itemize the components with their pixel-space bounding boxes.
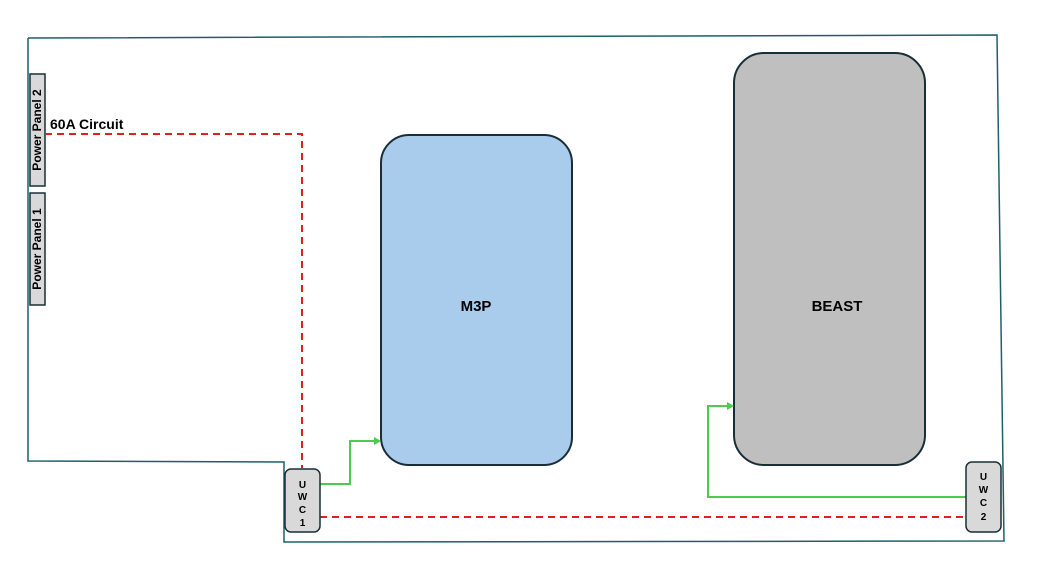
uwc-2-char: 2 <box>981 512 987 523</box>
power-panel-1-label: Power Panel 1 <box>30 208 44 290</box>
beast-equipment: BEAST <box>733 52 926 466</box>
power-panel-2-label: Power Panel 2 <box>30 89 44 171</box>
uwc-1-char: C <box>299 505 306 516</box>
circuit-label: 60A Circuit <box>50 116 124 132</box>
uwc-1-unit: U W C 1 <box>284 468 321 533</box>
uwc-2-char: C <box>980 498 987 509</box>
uwc-2-char: W <box>979 485 989 496</box>
uwc2-to-beast-line <box>707 402 966 498</box>
room-outline <box>27 34 1005 543</box>
uwc-2-unit: U W C 2 <box>965 461 1002 533</box>
circuit-line <box>45 133 303 468</box>
power-panel-1: Power Panel 1 <box>29 192 46 306</box>
uwc-1-char: W <box>298 492 308 503</box>
uwc-1-char: 1 <box>300 518 306 529</box>
uwc-1-char: U <box>299 480 306 491</box>
arrow-right-icon <box>727 402 734 410</box>
m3p-label: M3P <box>461 298 492 315</box>
power-panel-2: Power Panel 2 <box>29 73 46 187</box>
arrow-right-icon <box>374 437 381 445</box>
m3p-equipment: M3P <box>380 134 573 466</box>
uwc1-to-m3p-line <box>320 437 381 485</box>
beast-label: BEAST <box>812 298 863 315</box>
uwc-2-char: U <box>980 472 987 483</box>
